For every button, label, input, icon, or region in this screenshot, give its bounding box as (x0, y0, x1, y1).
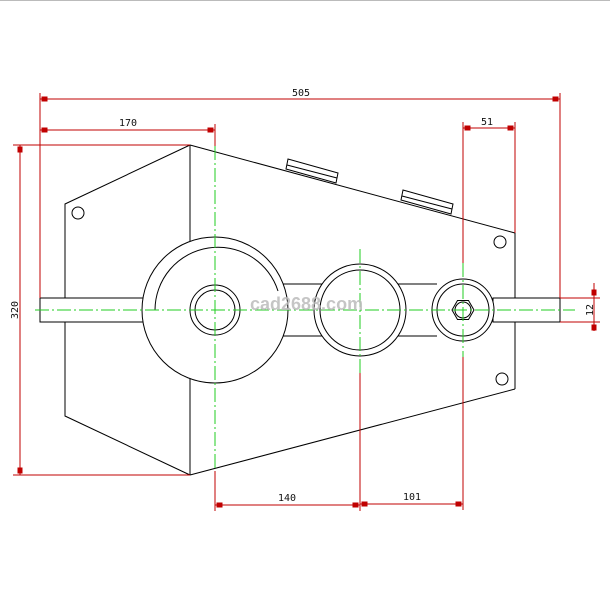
bolt-hole (493, 235, 507, 249)
dim-overall-length: 505 (292, 88, 310, 99)
bolt-hole (71, 206, 85, 220)
dim-shaft-diameter: 12 (585, 304, 596, 316)
centerlines (35, 146, 575, 471)
dim-output-offset: 51 (481, 117, 493, 128)
dim-center-distance-2: 101 (403, 492, 421, 503)
dim-left-to-input: 170 (119, 118, 137, 129)
dimension-lines (13, 93, 600, 511)
bolt-holes (71, 206, 509, 386)
watermark: cad2688.com (250, 294, 363, 314)
large-gear-inner-arc (154, 246, 279, 311)
bolt-hole (495, 372, 509, 386)
hex-nut (451, 300, 475, 320)
dimension-labels: 505 170 51 140 101 320 12 (10, 88, 596, 504)
dim-center-distance-1: 140 (278, 493, 296, 504)
dim-height: 320 (10, 301, 21, 319)
bearing-bands (280, 283, 437, 337)
housing-outline (64, 144, 516, 476)
